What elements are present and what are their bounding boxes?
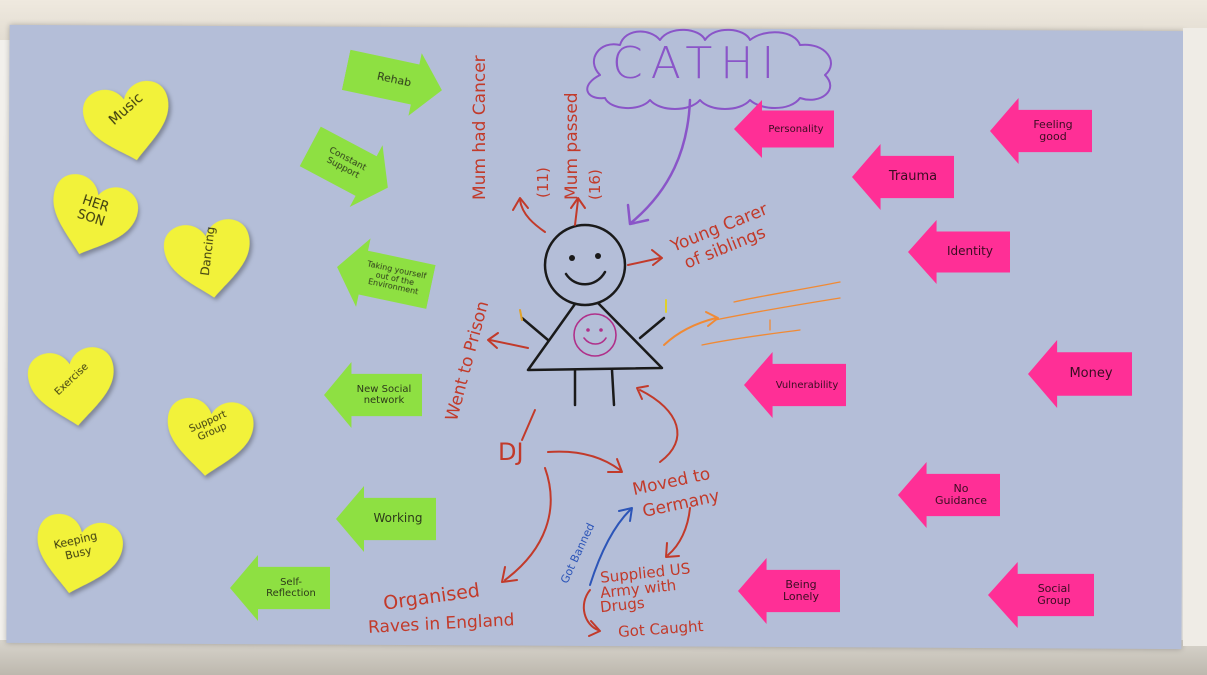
arrow-prison — [489, 339, 529, 349]
figure-belly-eye-l — [586, 328, 590, 332]
arrow-orange — [663, 317, 717, 346]
figure-eye-left — [569, 255, 575, 261]
arrow-germany-supplied — [667, 507, 691, 556]
mum-cancer-text: Mum had Cancer — [470, 55, 490, 200]
arrowhead-prison — [487, 332, 499, 349]
arrowhead-germany-supplied — [665, 542, 680, 558]
arrowhead-mum-cancer — [512, 197, 529, 211]
figure-belly-eye-r — [599, 328, 603, 332]
heart-note-exercise: Exercise — [25, 344, 121, 431]
arrow-supplied-caught — [582, 589, 599, 631]
figure-smile — [564, 270, 607, 286]
orange-scribbles — [701, 281, 841, 346]
board-edge — [1183, 28, 1207, 646]
heart-note-dancing: Dancing — [161, 216, 257, 303]
page-title: CATHI — [612, 38, 783, 89]
title-cloud — [586, 28, 832, 110]
mum-cancer-age: (11) — [534, 167, 552, 198]
figure-eye-right — [595, 253, 601, 259]
arrowhead-supplied-caught — [588, 620, 601, 637]
figure-arm-right — [638, 316, 666, 340]
scribble-1 — [733, 281, 841, 303]
arrowhead-germany-figure — [636, 385, 649, 400]
figure-head — [543, 223, 627, 307]
arrowhead-got-banned — [618, 507, 633, 522]
arrow-germany-figure — [639, 389, 679, 463]
arrow-mum-passed — [574, 199, 579, 226]
stick-figure — [519, 223, 667, 407]
red-arrows — [487, 197, 691, 637]
figure-belly — [573, 313, 617, 357]
arrow-got-banned — [589, 509, 631, 586]
figure-arm-left — [520, 316, 550, 342]
arrow-dj-germany — [547, 450, 621, 471]
arrow-dj-up — [521, 409, 536, 441]
arrow-young-carer — [627, 257, 661, 266]
scribble-2 — [714, 297, 841, 321]
arrow-dj-raves — [504, 467, 552, 581]
arrowhead-dj-raves — [501, 566, 518, 583]
figure-leg-right — [610, 368, 616, 407]
cloud-arrow — [630, 98, 692, 224]
figure-hand-left — [519, 309, 523, 321]
heart-shape — [25, 344, 121, 431]
arrowhead-mum-passed — [570, 197, 586, 209]
arrowhead-young-carer — [651, 249, 663, 266]
mum-passed-text: Mum passed — [562, 92, 582, 200]
dj-text: DJ — [498, 438, 524, 466]
figure-body — [526, 301, 664, 372]
figure-belly-smile — [583, 337, 607, 345]
scribble-3 — [701, 329, 801, 346]
arrowhead-dj-germany — [607, 458, 623, 473]
mum-passed-age: (16) — [586, 169, 604, 200]
cloud-arrowhead — [626, 203, 650, 226]
arrowhead-orange — [705, 311, 719, 327]
heart-note-support-group: Support Group — [162, 396, 255, 481]
arrow-mum-cancer — [519, 199, 546, 233]
